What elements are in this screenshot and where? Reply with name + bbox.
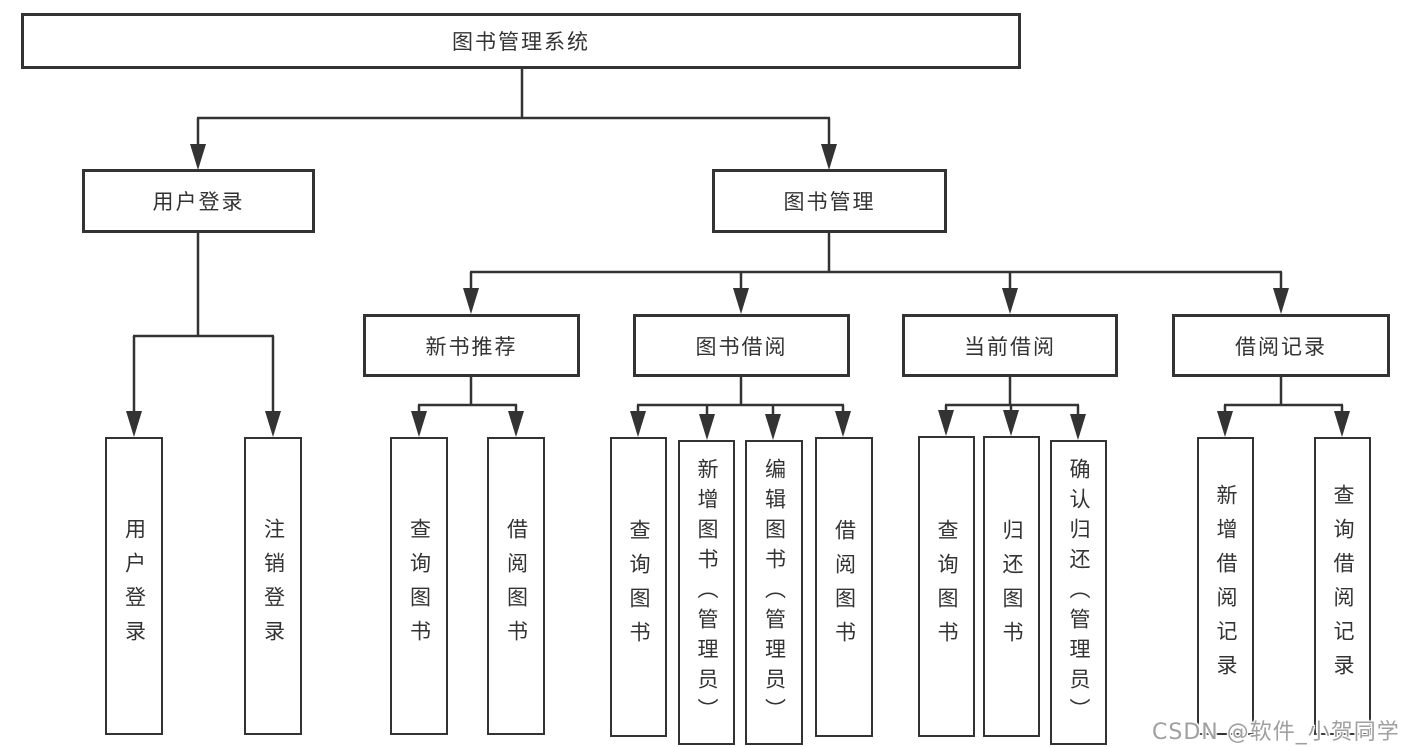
leaf-query-books-recommend-label: 查询图书: [407, 518, 432, 654]
node-book-borrowing: 图书借阅: [633, 314, 850, 377]
leaf-confirm-return-admin-label: 确认归还（管理员）: [1067, 457, 1092, 728]
leaf-add-books-admin-label: 新增图书（管理员）: [695, 457, 720, 728]
arrowheads: [126, 144, 1350, 440]
leaf-logout: 注销登录: [244, 437, 302, 735]
leaf-add-borrow-record-label: 新增借阅记录: [1214, 484, 1239, 688]
leaf-user-login-label: 用户登录: [122, 518, 147, 654]
node-borrowing-records: 借阅记录: [1172, 314, 1390, 377]
leaf-add-books-admin: 新增图书（管理员）: [678, 440, 735, 745]
leaf-add-borrow-record: 新增借阅记录: [1197, 437, 1254, 735]
leaf-query-books-borrowing: 查询图书: [610, 437, 667, 737]
node-book-management: 图书管理: [712, 169, 947, 233]
leaf-confirm-return-admin: 确认归还（管理员）: [1050, 440, 1107, 745]
node-user-login: 用户登录: [82, 169, 315, 233]
leaf-query-borrow-record-label: 查询借阅记录: [1331, 484, 1356, 688]
leaf-borrow-books-borrowing-label: 借阅图书: [832, 519, 857, 655]
leaf-return-books-label: 归还图书: [1000, 518, 1025, 655]
leaf-logout-label: 注销登录: [261, 518, 286, 654]
leaf-edit-books-admin-label: 编辑图书（管理员）: [762, 457, 787, 728]
node-root-library-system: 图书管理系统: [21, 13, 1021, 69]
leaf-borrow-books-recommend-label: 借阅图书: [504, 518, 529, 654]
leaf-query-borrow-record: 查询借阅记录: [1314, 437, 1371, 735]
leaf-query-books-current-label: 查询图书: [935, 518, 960, 655]
leaf-user-login: 用户登录: [105, 437, 163, 735]
leaf-borrow-books-borrowing: 借阅图书: [815, 437, 873, 737]
leaf-query-books-borrowing-label: 查询图书: [627, 519, 652, 655]
leaf-return-books: 归还图书: [983, 436, 1040, 737]
node-new-book-recommendation: 新书推荐: [363, 314, 580, 377]
leaf-query-books-recommend: 查询图书: [390, 437, 448, 735]
csdn-watermark: CSDN @软件_小贺同学: [1152, 720, 1400, 745]
leaf-edit-books-admin: 编辑图书（管理员）: [745, 440, 803, 745]
leaf-borrow-books-recommend: 借阅图书: [487, 437, 545, 735]
node-current-borrowing: 当前借阅: [902, 314, 1118, 377]
leaf-query-books-current: 查询图书: [918, 436, 975, 737]
